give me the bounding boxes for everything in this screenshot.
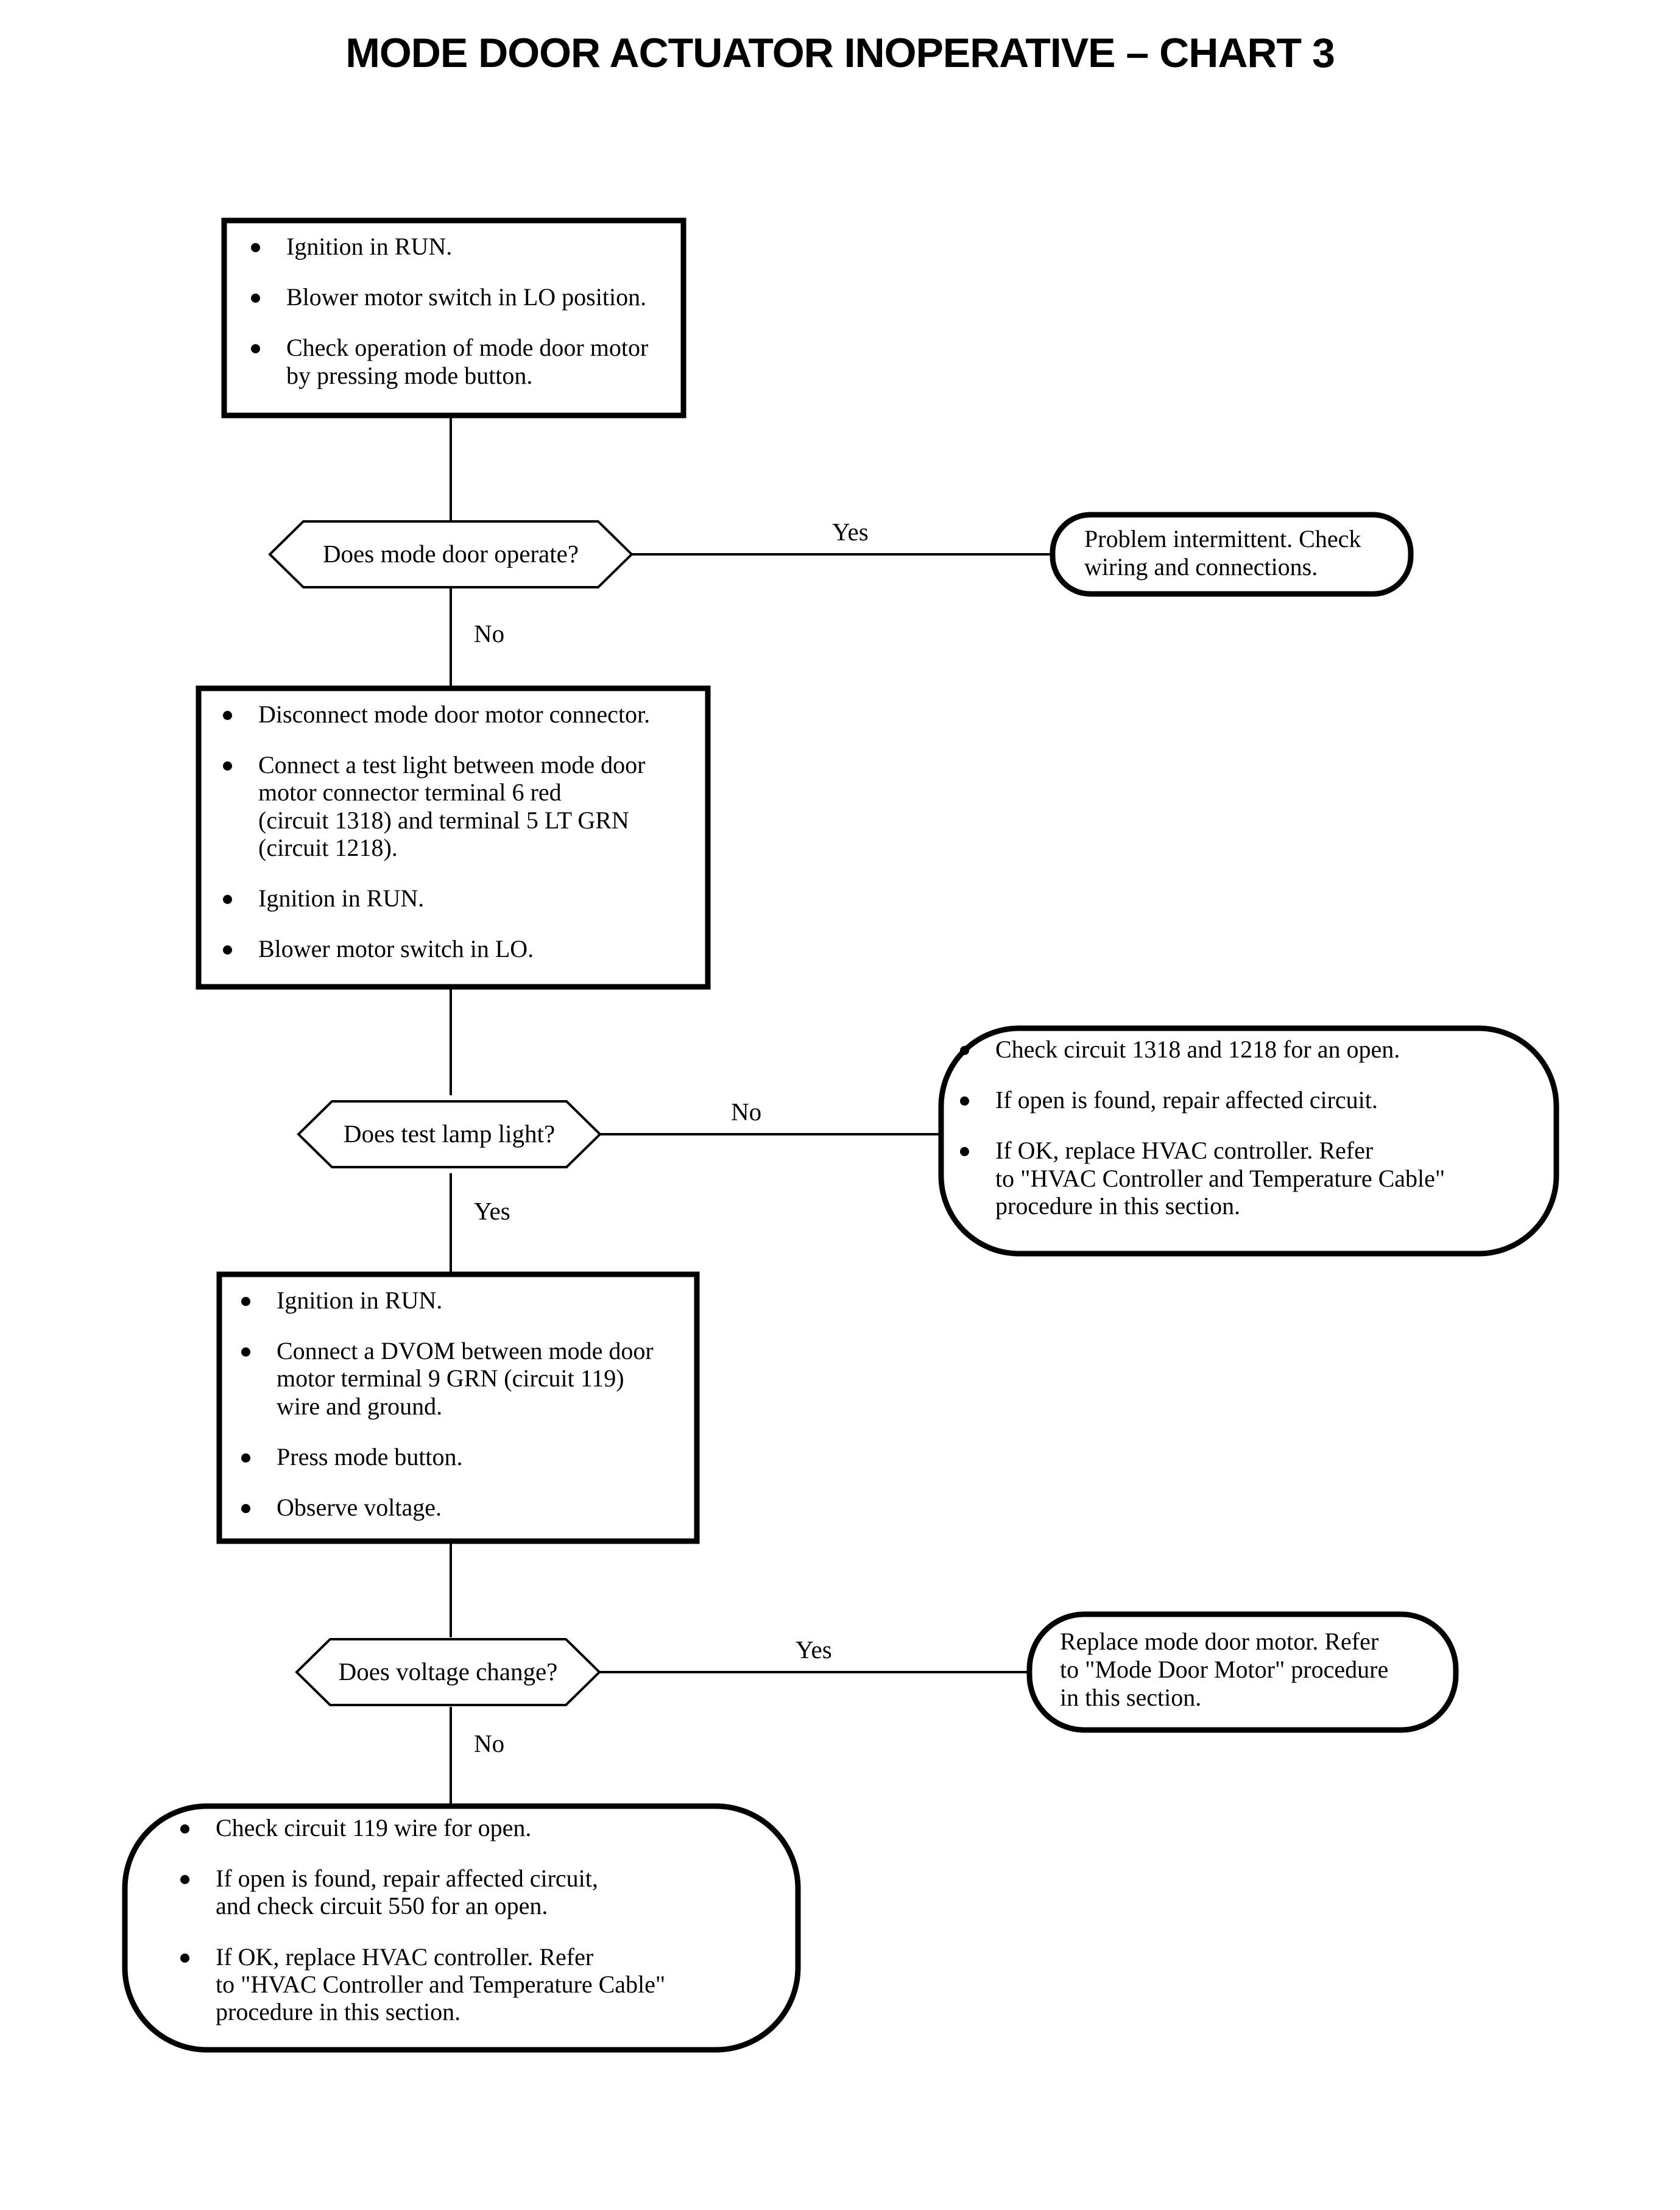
page-title: MODE DOOR ACTUATOR INOPERATIVE – CHART 3 bbox=[345, 30, 1335, 76]
step2-bullet-list: Disconnect mode door motor connector. Co… bbox=[213, 701, 701, 962]
result2-bullet-3: If OK, replace HVAC controller. Refer to… bbox=[950, 1137, 1547, 1220]
decision3-label: Does voltage change? bbox=[338, 1658, 558, 1686]
result2-bullet-list: Check circuit 1318 and 1218 for an open.… bbox=[950, 1036, 1547, 1220]
step3-bullet-3: Press mode button. bbox=[231, 1443, 688, 1470]
edge-label-decision2-no: No bbox=[731, 1098, 762, 1126]
step1-content: Ignition in RUN. Blower motor switch in … bbox=[241, 233, 674, 389]
result2-bullet-1: Check circuit 1318 and 1218 for an open. bbox=[950, 1036, 1547, 1063]
result1-text: Problem intermittent. Check wiring and c… bbox=[1084, 525, 1361, 581]
result3-text: Replace mode door motor. Refer to "Mode … bbox=[1060, 1628, 1389, 1711]
result3-terminal bbox=[1026, 1611, 1459, 1733]
step2-bullet-2: Connect a test light between mode door m… bbox=[213, 751, 701, 861]
result2-terminal bbox=[938, 1025, 1559, 1257]
step1-bullet-list: Ignition in RUN. Blower motor switch in … bbox=[241, 233, 674, 389]
step2-content: Disconnect mode door motor connector. Co… bbox=[213, 701, 701, 962]
step2-bullet-3: Ignition in RUN. bbox=[213, 884, 701, 912]
edge-label-decision3-no: No bbox=[474, 1729, 505, 1757]
step1-box bbox=[221, 217, 686, 418]
result4-bullet-2: If open is found, repair affected circui… bbox=[171, 1865, 786, 1919]
step2-bullet-4: Blower motor switch in LO. bbox=[213, 935, 701, 962]
decision2-label: Does test lamp light? bbox=[343, 1120, 556, 1148]
edge-label-decision3-yes: Yes bbox=[796, 1636, 832, 1664]
step2-box bbox=[196, 685, 711, 990]
result2-bullet-2: If open is found, repair affected circui… bbox=[950, 1086, 1547, 1114]
result4-bullet-3: If OK, replace HVAC controller. Refer to… bbox=[171, 1943, 786, 2026]
step3-bullet-2: Connect a DVOM between mode door motor t… bbox=[231, 1337, 688, 1420]
result4-terminal bbox=[122, 1803, 801, 2053]
step3-bullet-1: Ignition in RUN. bbox=[231, 1287, 688, 1314]
step3-bullet-4: Observe voltage. bbox=[231, 1494, 688, 1521]
step3-box bbox=[216, 1271, 700, 1544]
step1-bullet-2: Blower motor switch in LO position. bbox=[241, 283, 674, 311]
edge-label-decision1-yes: Yes bbox=[832, 518, 869, 546]
decision1-hexagon bbox=[268, 520, 634, 588]
result4-content: Check circuit 119 wire for open. If open… bbox=[171, 1814, 786, 2025]
step2-bullet-1: Disconnect mode door motor connector. bbox=[213, 701, 701, 728]
decision3-hexagon bbox=[295, 1638, 601, 1706]
edge-label-decision1-no: No bbox=[474, 620, 505, 648]
result1-terminal bbox=[1050, 512, 1414, 597]
result4-bullet-list: Check circuit 119 wire for open. If open… bbox=[171, 1814, 786, 2025]
edge-label-decision2-yes: Yes bbox=[474, 1197, 510, 1225]
step3-bullet-list: Ignition in RUN. Connect a DVOM between … bbox=[231, 1287, 688, 1521]
decision2-hexagon bbox=[297, 1100, 602, 1168]
step1-bullet-1: Ignition in RUN. bbox=[241, 233, 674, 260]
step3-content: Ignition in RUN. Connect a DVOM between … bbox=[231, 1287, 688, 1521]
result4-bullet-1: Check circuit 119 wire for open. bbox=[171, 1814, 786, 1841]
decision1-label: Does mode door operate? bbox=[322, 540, 579, 568]
step1-bullet-3: Check operation of mode door motor by pr… bbox=[241, 334, 674, 389]
result2-content: Check circuit 1318 and 1218 for an open.… bbox=[950, 1036, 1547, 1220]
